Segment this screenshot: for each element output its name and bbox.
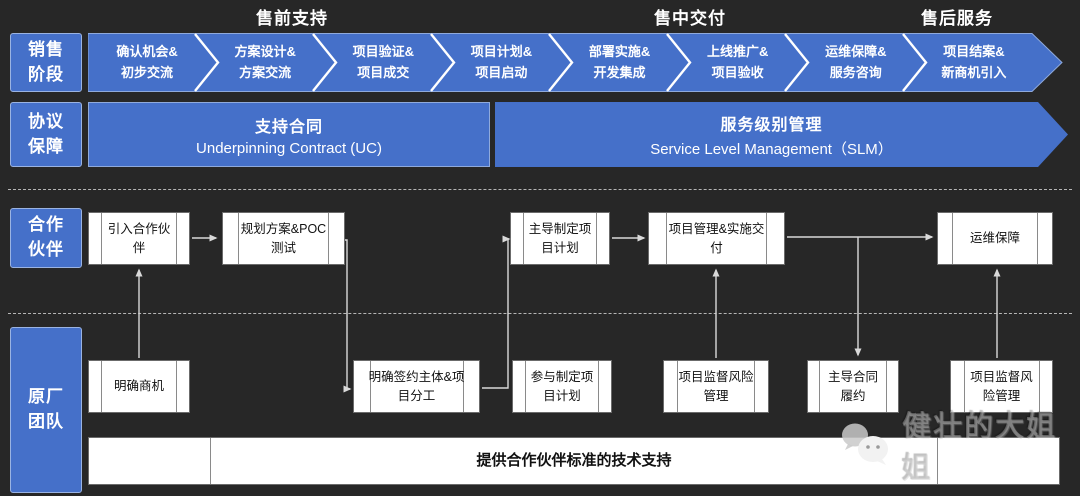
uc-title: 支持合同 bbox=[254, 118, 323, 136]
watermark-text: 健壮的大姐姐 bbox=[902, 411, 1058, 485]
tech-support-bar: 提供合作伙伴标准的技术支持 bbox=[88, 437, 1060, 485]
vendor-box-join-project-plan: 参与制定项目计划 bbox=[512, 360, 612, 413]
stage-band-shape bbox=[88, 33, 1063, 92]
slm-title: 服务级别管理 bbox=[720, 116, 823, 134]
stage-golive-acceptance: 上线推广& 项目验收 bbox=[706, 44, 769, 80]
stage-solution-design: 方案设计& 方案交流 bbox=[234, 44, 296, 80]
stage-project-validation: 项目验证& 项目成交 bbox=[352, 44, 414, 80]
lane-label-vendor: 原厂 团队 bbox=[10, 327, 82, 493]
watermark: 健壮的大姐姐 bbox=[838, 411, 1078, 485]
partner-box-ops-assurance: 运维保障 bbox=[937, 212, 1053, 265]
partner-box-plan-poc: 规划方案&POC测试 bbox=[222, 212, 345, 265]
vendor-box-lead-contract: 主导合同履约 bbox=[807, 360, 899, 413]
arrow-plan-poc-to-contract-split bbox=[343, 239, 352, 393]
stage-deploy-implement: 部署实施& 开发集成 bbox=[588, 44, 651, 80]
vendor-box-supervision-risk-1: 项目监督风险管理 bbox=[663, 360, 769, 413]
stage-closure-newbiz: 项目结案& 新商机引入 bbox=[941, 44, 1007, 80]
partner-box-lead-project-plan: 主导制定项目计划 bbox=[510, 212, 610, 265]
partner-box-project-mgmt-delivery: 项目管理&实施交付 bbox=[648, 212, 785, 265]
phase-title-delivery: 售中交付 bbox=[654, 9, 726, 28]
wechat-icon bbox=[842, 423, 888, 465]
vendor-box-contract-split: 明确签约主体&项目分工 bbox=[353, 360, 480, 413]
stage-confirm-opportunity: 确认机会& 初步交流 bbox=[116, 44, 178, 80]
stage-ops-consulting: 运维保障& 服务咨询 bbox=[825, 44, 887, 80]
phase-title-aftersales: 售后服务 bbox=[921, 9, 993, 28]
slm-subtitle: Service Level Management（SLM） bbox=[650, 140, 893, 158]
lane-separator-2 bbox=[8, 313, 1072, 314]
phase-title-presales: 售前支持 bbox=[256, 9, 328, 28]
sales-stage-band: 确认机会& 初步交流 方案设计& 方案交流 项目验证& 项目成交 项目计划& 项… bbox=[88, 33, 1063, 92]
service-level-management-arrow: 服务级别管理 Service Level Management（SLM） bbox=[495, 102, 1068, 167]
partner-box-introduce-partner: 引入合作伙伴 bbox=[88, 212, 190, 265]
vendor-box-identify-opportunity: 明确商机 bbox=[88, 360, 190, 413]
stage-project-plan: 项目计划& 项目启动 bbox=[470, 44, 533, 80]
stage-labels: 确认机会& 初步交流 方案设计& 方案交流 项目验证& 项目成交 项目计划& 项… bbox=[88, 33, 1033, 92]
lane-label-agreement: 协议 保障 bbox=[10, 102, 82, 167]
underpinning-contract-box: 支持合同 Underpinning Contract (UC) bbox=[88, 102, 490, 167]
vendor-box-supervision-risk-2: 项目监督风险管理 bbox=[950, 360, 1053, 413]
lane-separator-1 bbox=[8, 189, 1072, 190]
lane-label-partner: 合作 伙伴 bbox=[10, 208, 82, 268]
uc-subtitle: Underpinning Contract (UC) bbox=[196, 139, 382, 157]
lane-label-sales-stage: 销售 阶段 bbox=[10, 33, 82, 92]
